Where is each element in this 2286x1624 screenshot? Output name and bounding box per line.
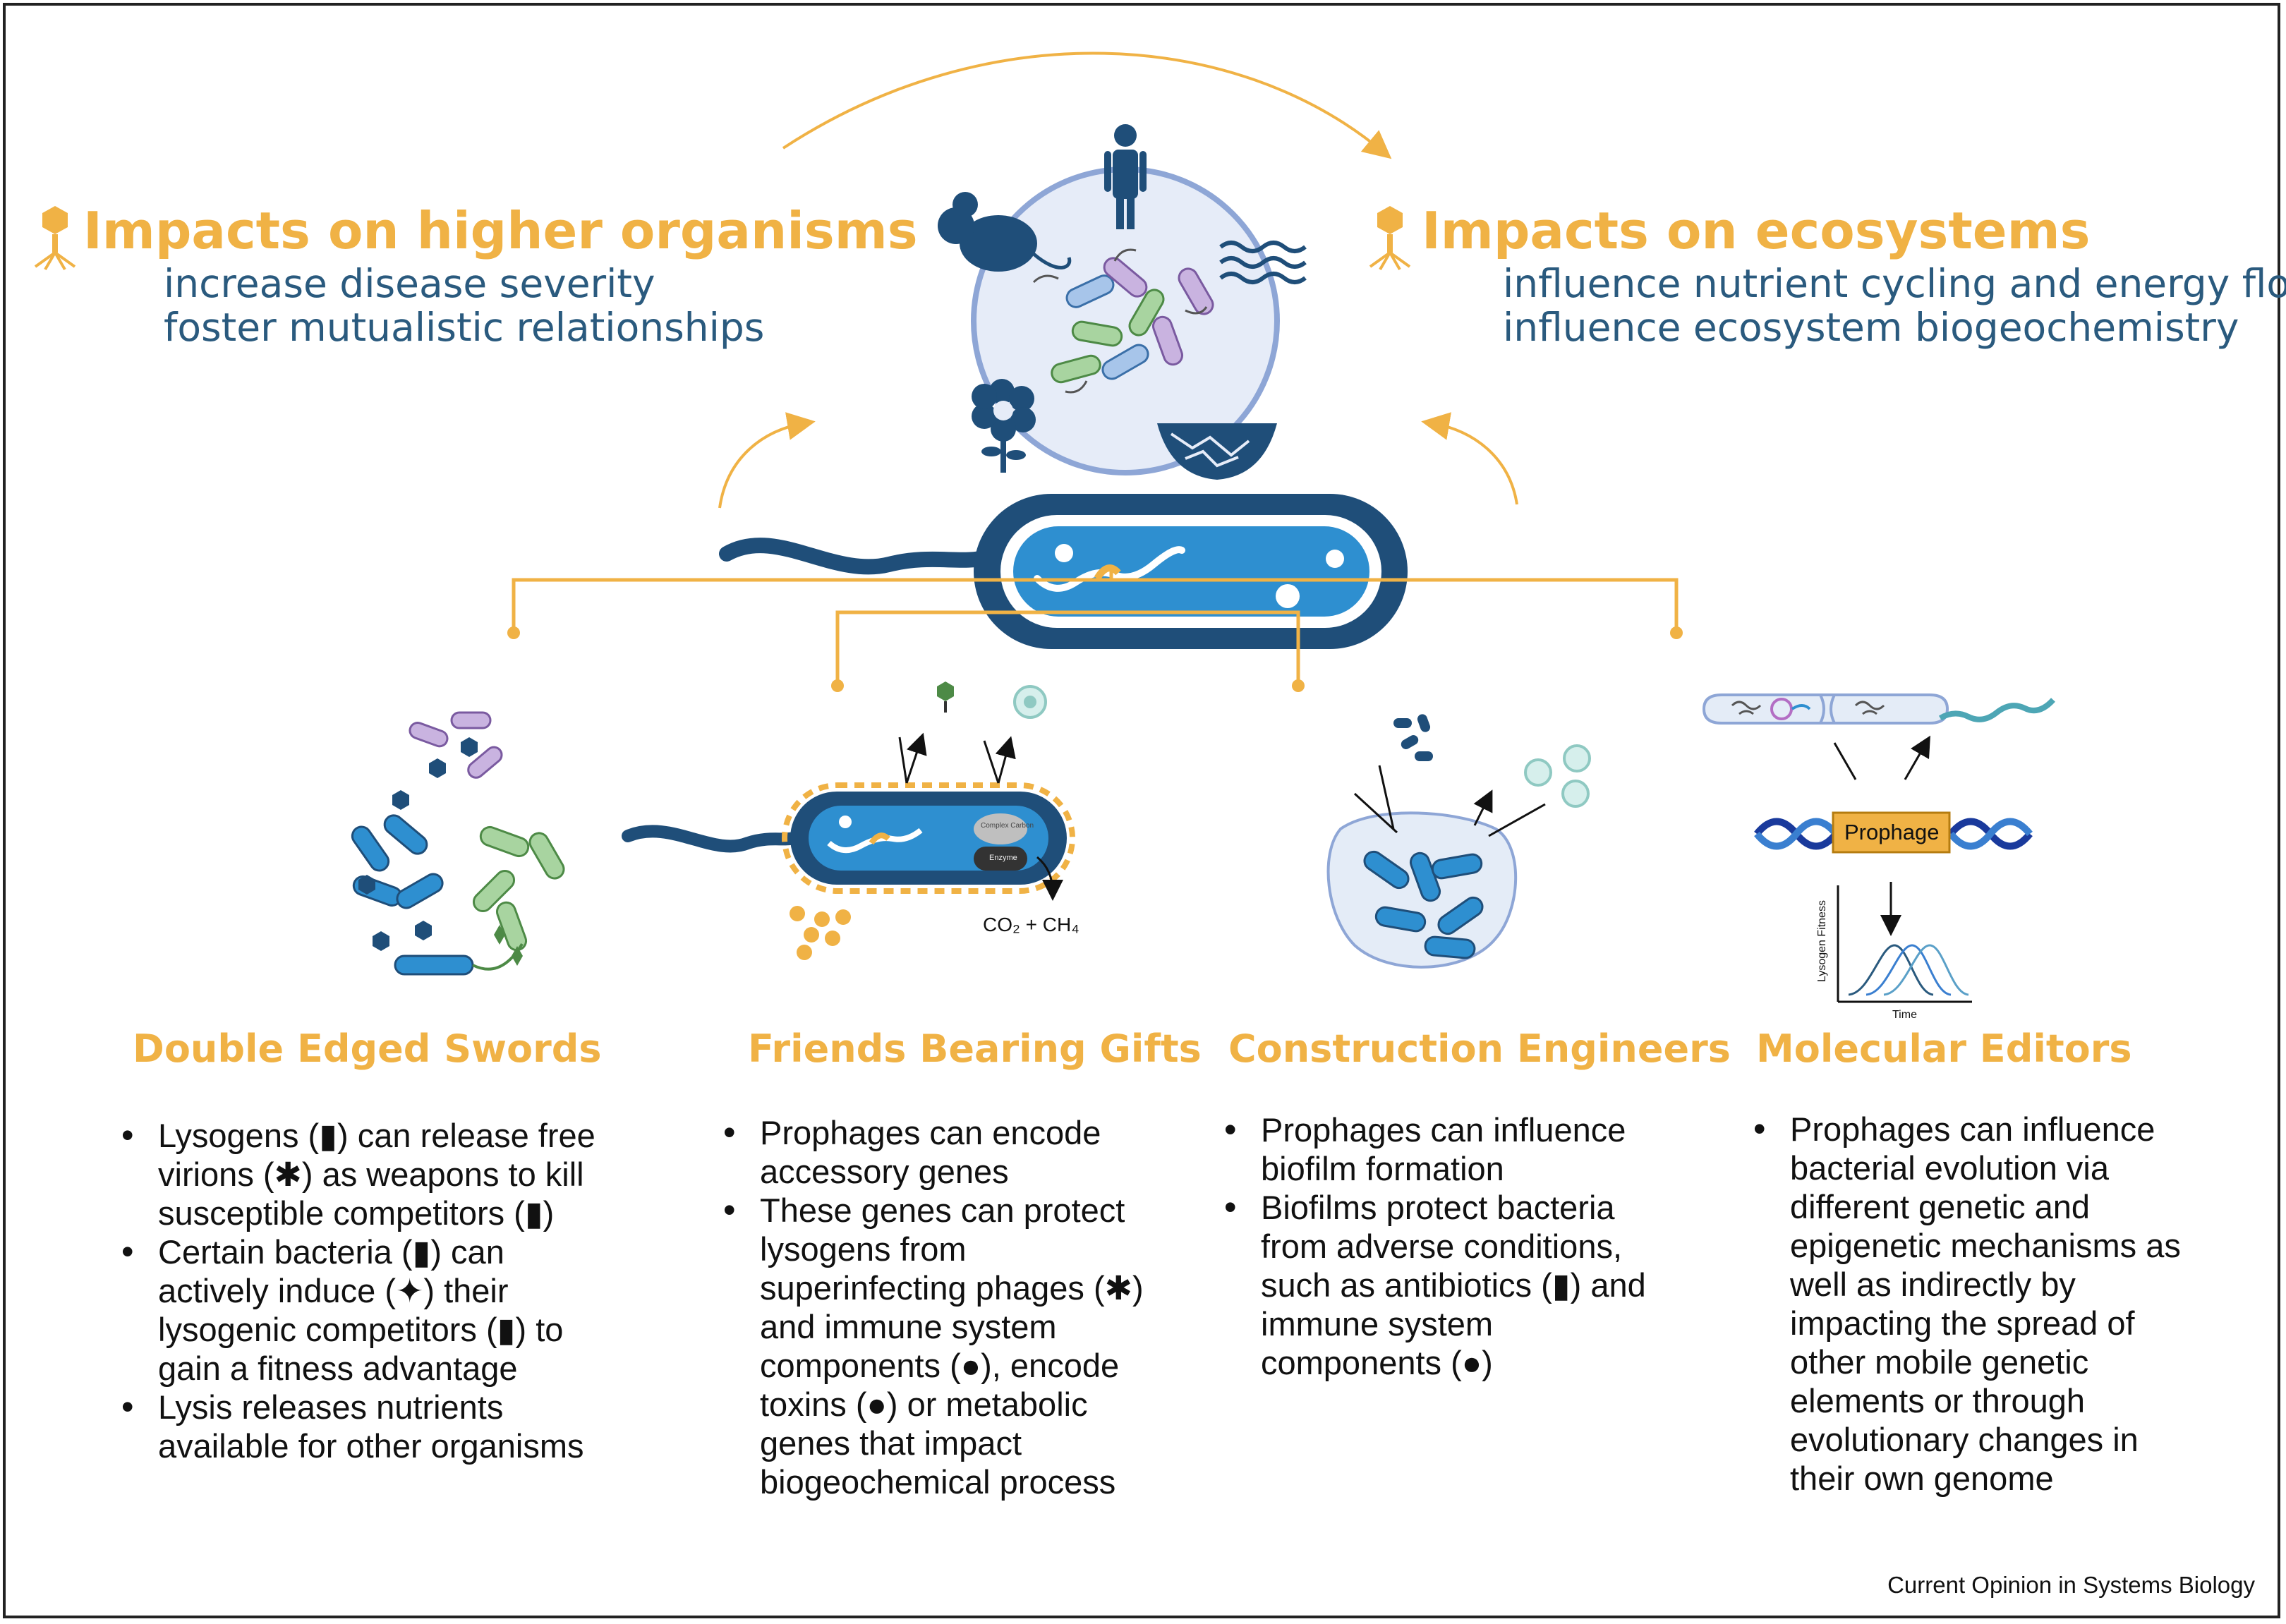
construction-engineers-illustration	[1326, 714, 1591, 969]
connector-dots	[507, 626, 1683, 692]
water-icon	[1219, 241, 1307, 284]
section-title-friends-bearing-gifts: Friends Bearing Gifts	[748, 1026, 1202, 1071]
prophage-label: Prophage	[1844, 820, 1940, 844]
bullet-item: These genes can protect lysogens from su…	[723, 1191, 1175, 1501]
left-small-arc-arrow	[718, 412, 816, 509]
bacteria-cluster	[1032, 248, 1214, 394]
bullet-item: Certain bacteria (▮) can actively induce…	[121, 1232, 615, 1388]
bullets-molecular-editors: Prophages can influence bacterial evolut…	[1753, 1110, 2205, 1498]
bullet-item: Biofilms protect bacteria from adverse c…	[1224, 1188, 1662, 1382]
phage-icon-left	[34, 206, 76, 271]
bullet-item: Prophages can encode accessory genes	[723, 1113, 1175, 1191]
section-title-double-edged-swords: Double Edged Swords	[133, 1026, 602, 1071]
human-icon	[1104, 124, 1147, 229]
right-impact-line-1: influence nutrient cycling and energy fl…	[1503, 261, 2286, 306]
environment-circle	[938, 124, 1307, 480]
left-impact-line-2: foster mutualistic relationships	[164, 305, 765, 350]
friends-bearing-gifts-illustration	[622, 681, 1075, 960]
fitness-x-label: Time	[1892, 1009, 1917, 1021]
left-impact-line-1: increase disease severity	[164, 261, 655, 306]
flower-icon	[972, 379, 1036, 473]
phage-icon-right	[1369, 206, 1411, 271]
bullets-double-edged-swords: Lysogens (▮) can release free virions (✱…	[121, 1116, 615, 1465]
mouse-icon	[938, 192, 1072, 272]
right-impact-title: Impacts on ecosystems	[1422, 201, 2091, 260]
prophage-box	[1832, 811, 1951, 854]
bullets-construction-engineers: Prophages can influence biofilm formatio…	[1224, 1110, 1662, 1382]
bullets-friends-bearing-gifts: Prophages can encode accessory genes The…	[723, 1113, 1175, 1501]
top-arc-arrow	[782, 51, 1392, 159]
left-impact-title: Impacts on higher organisms	[83, 201, 918, 260]
bullet-item: Lysogens (▮) can release free virions (✱…	[121, 1116, 615, 1232]
double-edged-swords-illustration	[351, 711, 565, 976]
section-title-molecular-editors: Molecular Editors	[1756, 1026, 2132, 1071]
connector-lines	[512, 568, 1679, 684]
molecular-editors-illustration	[1702, 693, 2055, 1003]
figure-frame	[3, 3, 2280, 1618]
right-impact-line-2: influence ecosystem biogeochemistry	[1503, 305, 2239, 350]
complex-carbon-label: Complex Carbon	[981, 822, 1034, 830]
bullet-item: Lysis releases nutrients available for o…	[121, 1388, 615, 1465]
bullet-item: Prophages can influence biofilm formatio…	[1224, 1110, 1662, 1188]
fitness-plot	[1837, 885, 1972, 1003]
fitness-y-label: Lysogen Fitness	[1815, 900, 1828, 982]
section-title-construction-engineers: Construction Engineers	[1228, 1026, 1731, 1071]
journal-credit: Current Opinion in Systems Biology	[1887, 1572, 2255, 1598]
co2-ch4-label: CO₂ + CH₄	[983, 914, 1080, 935]
enzyme-label: Enzyme	[989, 854, 1017, 862]
bullet-item: Prophages can influence bacterial evolut…	[1753, 1110, 2205, 1498]
central-bacterium	[719, 494, 1408, 649]
right-small-arc-arrow	[1421, 412, 1518, 505]
soil-icon	[1157, 423, 1277, 480]
